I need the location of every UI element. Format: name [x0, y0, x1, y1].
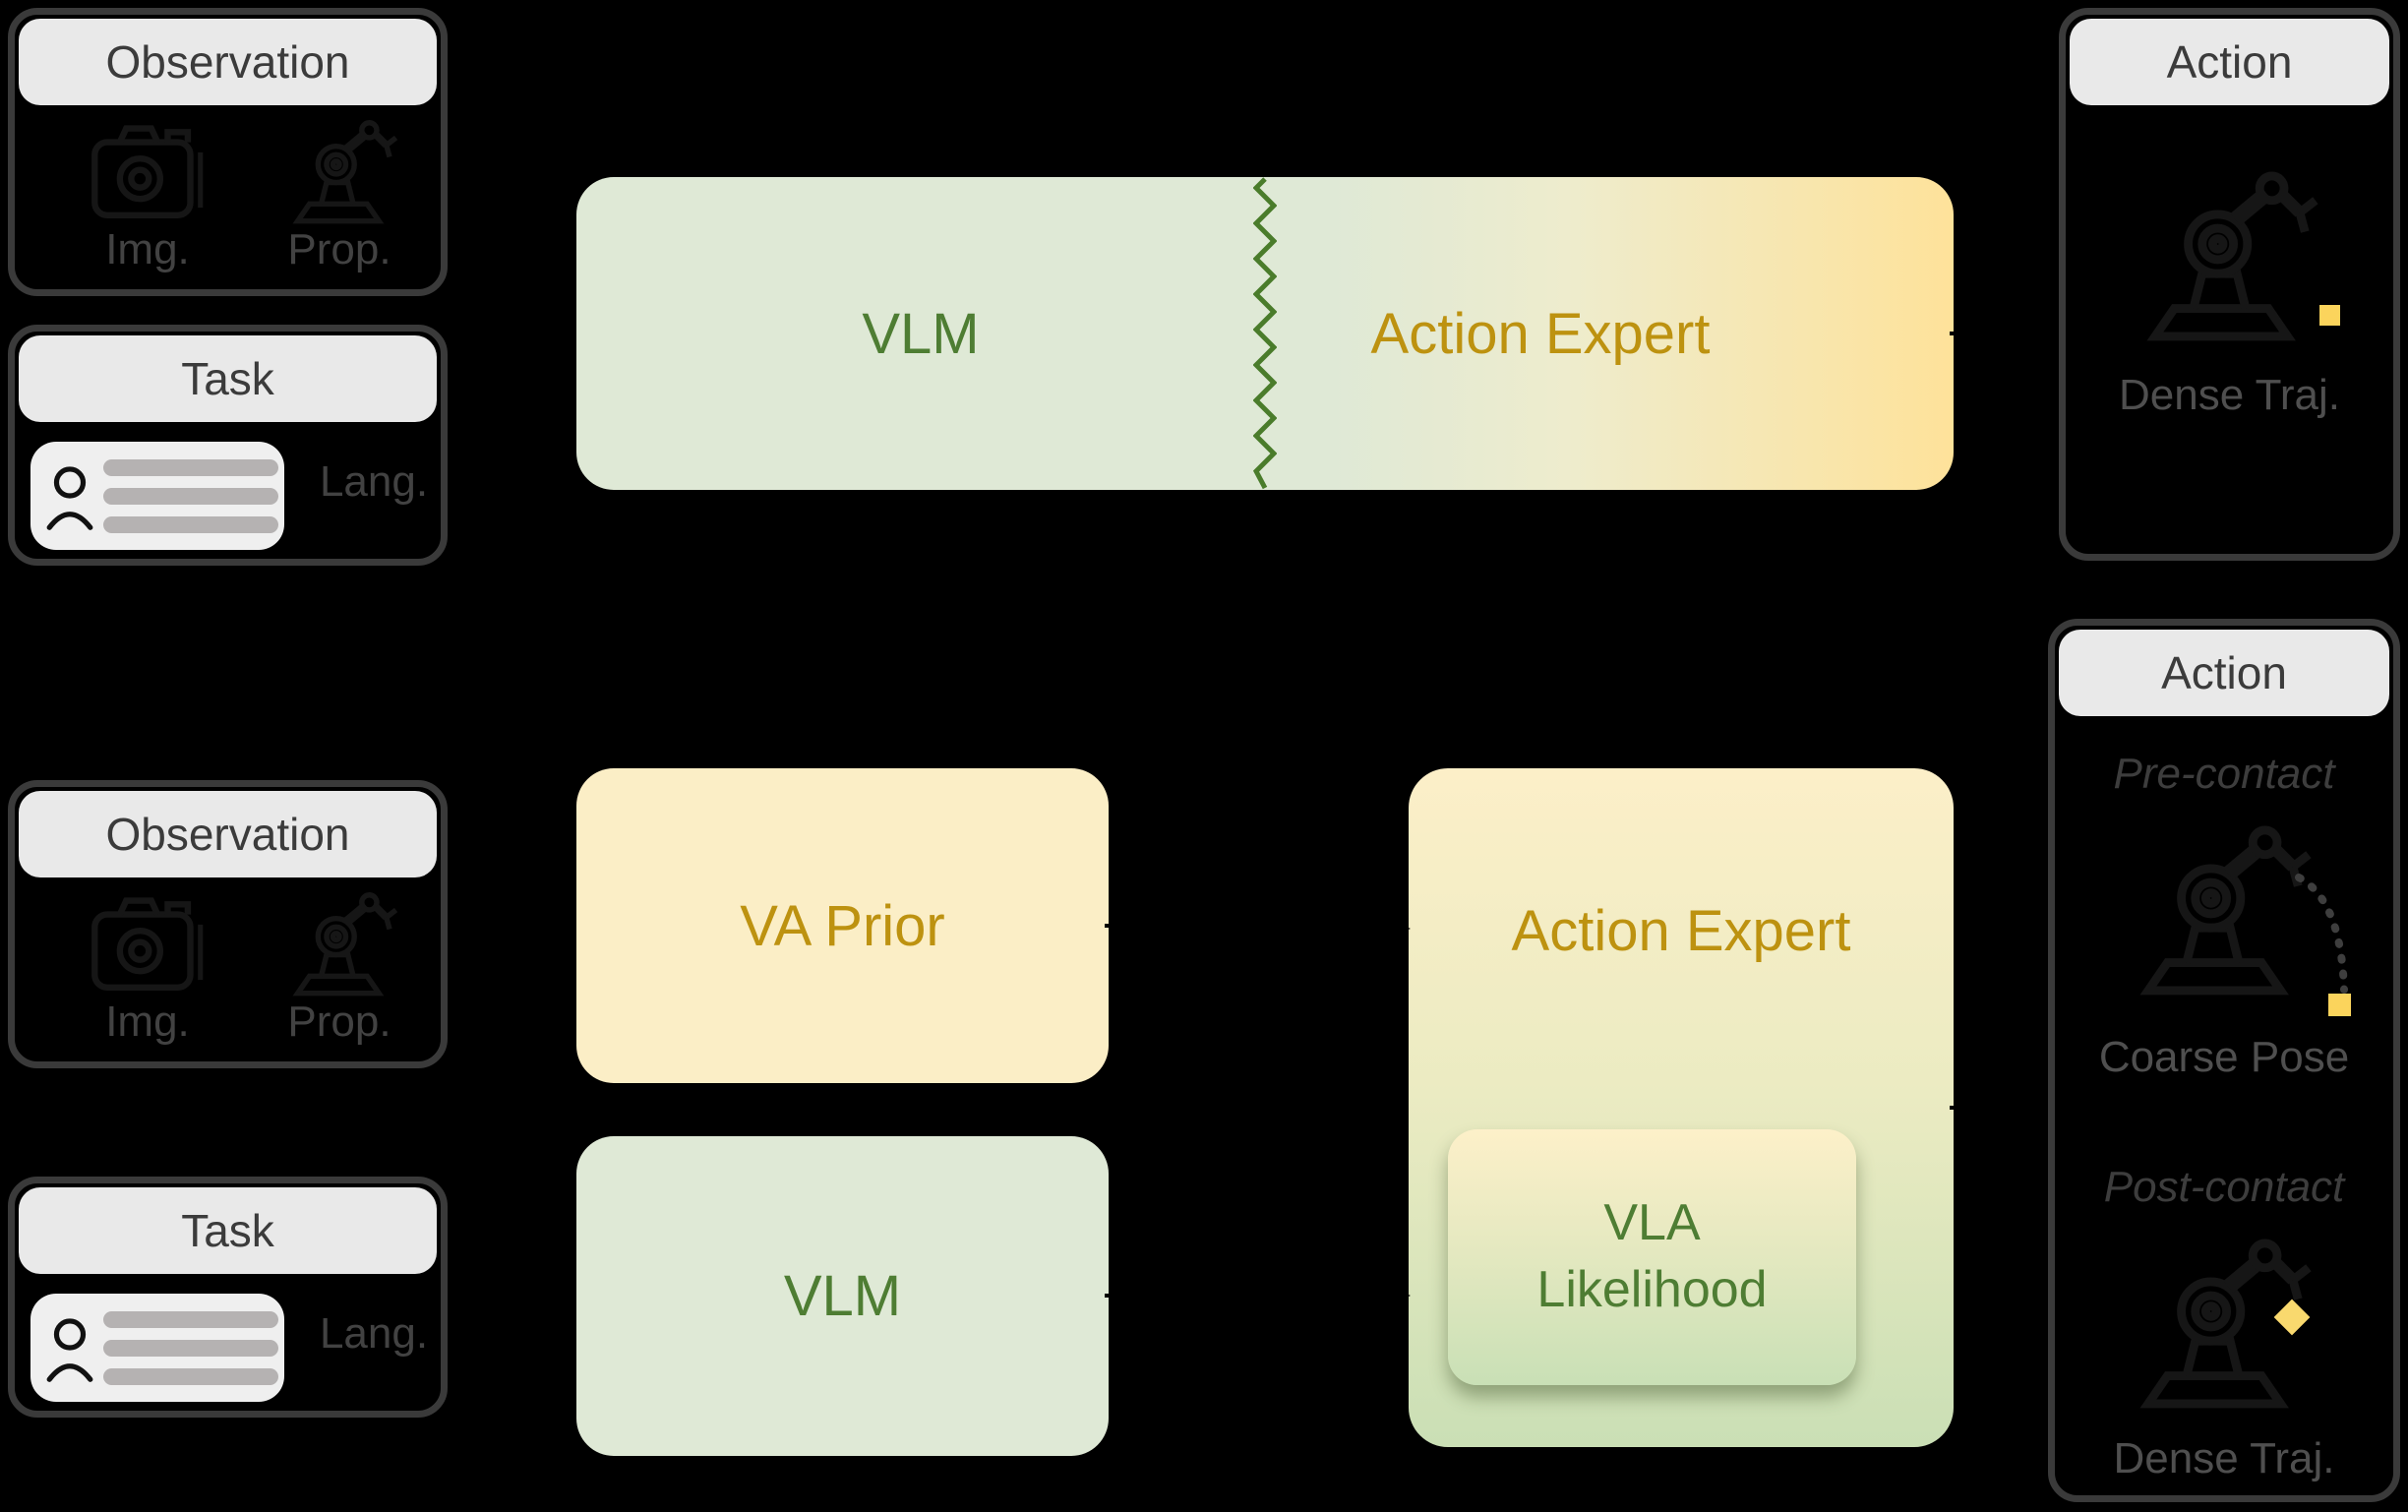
trajectory-dots [2295, 874, 2348, 994]
unified-model-block: VLM Action Expert [576, 177, 1954, 490]
task-box-bottom: Task Lang. [8, 1177, 448, 1418]
observation-box-top: Observation Img. Prop. [8, 8, 448, 296]
action-header: Action [2070, 19, 2389, 105]
action-title: Action [2166, 36, 2293, 88]
action-expert-label: Action Expert [1370, 301, 1711, 366]
image-input-cell: Img. [69, 889, 226, 1047]
camera-icon [91, 125, 204, 218]
lang-label: Lang. [319, 457, 429, 506]
task-header: Task [19, 1187, 437, 1274]
action-expert-block: Action Expert VLA Likelihood [1409, 768, 1954, 1447]
img-label: Img. [105, 225, 190, 273]
robot-arm-icon [2139, 825, 2312, 996]
action-box-bottom: Action Pre-contact Coarse Pose Post-cont… [2048, 619, 2400, 1502]
task-title: Task [181, 353, 274, 404]
robot-arm-icon [292, 120, 398, 224]
coarse-pose-label: Coarse Pose [2098, 1033, 2350, 1081]
prop-label: Prop. [287, 998, 391, 1046]
task-title: Task [181, 1205, 274, 1256]
text-line [103, 515, 278, 533]
action-header: Action [2059, 630, 2389, 716]
pre-contact-label: Pre-contact [2113, 750, 2335, 798]
vlm-label: VLM [783, 1264, 902, 1328]
arrow-obs-to-vlm-top [449, 151, 573, 331]
text-lines [103, 1310, 278, 1385]
text-line [103, 1310, 278, 1328]
text-line [103, 458, 278, 476]
vlm-section: VLM [576, 177, 1265, 490]
language-instruction-card [30, 1294, 284, 1402]
text-line [103, 487, 278, 505]
target-square [2319, 305, 2340, 326]
arrow-obs-to-vaprior [450, 904, 576, 944]
arrow-vaprior-to-actionexpert [1104, 908, 1411, 948]
dense-traj-label: Dense Traj. [2113, 1434, 2335, 1482]
action-title: Action [2161, 647, 2287, 698]
person-icon [46, 1318, 93, 1382]
image-input-cell: Img. [69, 117, 226, 274]
camera-icon [91, 897, 204, 991]
va-prior-label: VA Prior [740, 893, 945, 958]
task-header: Task [19, 335, 437, 422]
language-instruction-card [30, 442, 284, 550]
text-line [103, 1367, 278, 1385]
va-prior-block: VA Prior [576, 768, 1109, 1083]
robot-arm-icon [292, 892, 398, 997]
prop-label: Prop. [287, 225, 391, 273]
zigzag-divider [1253, 177, 1277, 490]
proprio-input-cell: Prop. [256, 113, 423, 274]
observation-header: Observation [19, 791, 437, 877]
proprio-input-cell: Prop. [256, 885, 423, 1047]
action-box-top: Action Dense Traj. [2059, 8, 2400, 561]
text-lines [103, 458, 278, 533]
person-icon [46, 466, 93, 530]
vlm-block-bottom: VLM [576, 1136, 1109, 1456]
action-expert-label: Action Expert [1511, 898, 1851, 963]
action-expert-label-row: Action Expert [1409, 768, 1954, 1093]
vla-likelihood-line2: Likelihood [1536, 1261, 1768, 1318]
img-label: Img. [105, 998, 190, 1046]
observation-title: Observation [105, 36, 350, 88]
coarse-pose-square [2328, 994, 2351, 1016]
dense-traj-label: Dense Traj. [2119, 371, 2340, 419]
robot-arm-icon [2139, 1239, 2312, 1409]
action-expert-section: Action Expert [1265, 177, 1954, 490]
observation-title: Observation [105, 809, 350, 860]
vla-likelihood-block: VLA Likelihood [1448, 1129, 1856, 1385]
observation-box-bottom: Observation Img. Prop. [8, 780, 448, 1068]
observation-header: Observation [19, 19, 437, 105]
task-box-top: Task Lang. [8, 325, 448, 566]
robot-arm-icon [2146, 171, 2318, 341]
lang-label: Lang. [319, 1309, 429, 1358]
text-line [103, 1339, 278, 1357]
vlm-label: VLM [862, 301, 980, 366]
vla-likelihood-line1: VLA [1603, 1194, 1701, 1252]
arrow-task-to-vlm-top [449, 337, 574, 447]
arrow-task-to-vlm-bottom [450, 1280, 576, 1320]
post-contact-label: Post-contact [2103, 1163, 2345, 1211]
